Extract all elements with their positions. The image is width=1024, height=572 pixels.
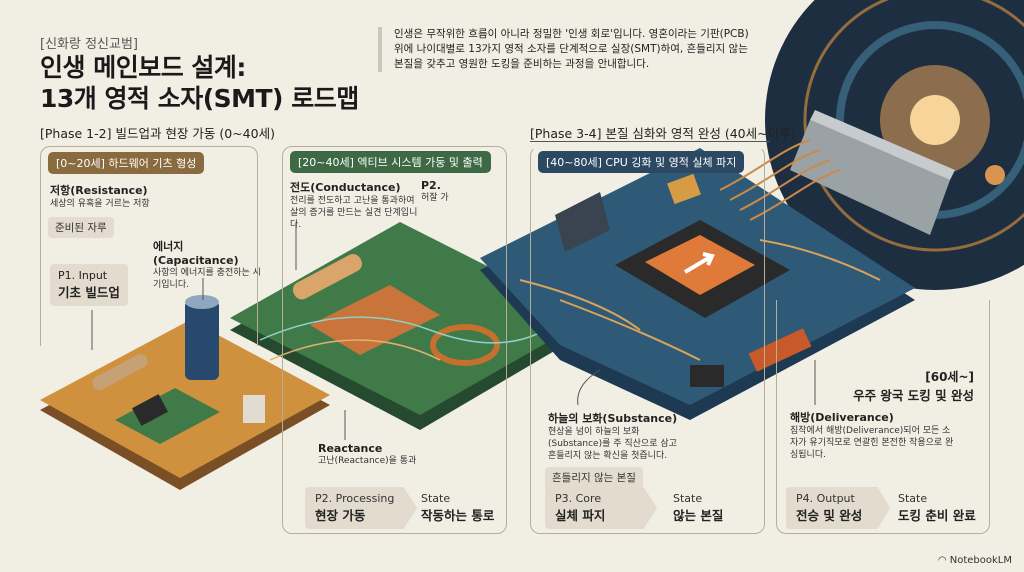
p2-state-label: State [421,492,451,505]
p2-short-label: P2. [421,179,441,192]
reactance-text: 고난(Reactance)을 통과 [318,456,417,466]
p3-box: P3. Core 실체 파지 [545,487,657,529]
essence-chip: 흔들리지 않는 본질 [545,467,643,488]
p3-state-value: 않는 본질 [673,508,724,523]
reactance-note: Reactance 고난(Reactance)을 통과 [318,442,416,467]
p4-box: P4. Output 전승 및 완성 [786,487,890,529]
p3-label: P3. Core [555,492,602,505]
p3-state: State 않는 본질 [673,492,723,524]
p3-state-label: State [673,492,703,505]
deliverance-text: 짐작에서 해방(Deliverance)되어 모든 소자가 유기직모로 연괄힌 … [790,426,954,460]
p2-box: P2. Processing 현장 가동 [305,487,417,529]
capacitance-title: 에너지(Capacitance) [153,240,239,267]
p4-value: 전승 및 완성 [796,508,863,523]
cosmic-docking-heading: 우주 왕국 도킹 및 완성 [853,388,974,403]
conductance-note: 전도(Conductance) 전리를 전도하고 고난을 통과하여 살의 증거를… [290,179,420,231]
leader-lines [91,222,816,440]
p2-short-note: P2. 허잘 가 [421,179,449,204]
description: 인생은 무작위한 흐름이 아니라 정밀한 '인생 회로'입니다. 영혼이라는 기… [378,27,758,72]
subtitle: [신화랑 정신교범] [40,37,138,52]
page-title: 인생 메인보드 설계: 13개 영적 소자(SMT) 로드맵 [40,52,359,114]
p1-value: 기초 빌드업 [58,285,120,300]
resistance-note: 저항(Resistance) 세상의 유혹을 거르는 저항 [50,182,150,210]
ready-chip: 준비된 자루 [48,217,114,238]
p2-state-value: 작동하는 통로 [421,508,495,523]
orange-board [40,295,330,490]
capacitance-note: 에너지(Capacitance) 사항의 에너지를 충전하는 시기입니다. [153,238,263,291]
p4-state-value: 도킹 춘비 완료 [898,508,976,523]
age-60: [60세~] [925,370,974,384]
p1-label: P1. Input [58,269,108,282]
p2-value: 현장 가동 [315,508,366,523]
p4-state: State 도킹 춘비 완료 [898,492,976,524]
p3-value: 실체 파지 [555,508,606,523]
conductance-text: 전리를 전도하고 고난을 통과하여 살의 증거를 만드는 실견 단계입니다. [290,196,418,230]
p4-state-label: State [898,492,928,505]
substance-text: 현상을 넘이 하늘의 보화 (Substance)를 주 직산으로 삼고 흔들리… [548,427,677,461]
capacitance-text: 사항의 에너지를 충전하는 시기입니다. [153,268,261,290]
resistance-text: 세상의 유혹을 거르는 저항 [50,199,150,209]
p4-label: P4. Output [796,492,855,505]
divider [530,141,770,142]
green-board [230,222,590,430]
substance-note: 하늘의 보화(Substance) 현상을 넘이 하늘의 보화 (Substan… [548,410,688,462]
reactance-title: Reactance [318,442,383,455]
panel-phase-3 [530,146,765,534]
panel-phase-2 [282,146,507,534]
deliverance-note: 해방(Deliverance) 짐작에서 해방(Deliverance)되어 모… [790,409,955,461]
age-tag-40-80: [40~80세] CPU 깅화 및 영적 실체 파지 [538,151,745,173]
substance-title: 하늘의 보화(Substance) [548,412,678,425]
notebooklm-icon: ◠ [937,555,950,566]
p1-box: P1. Input 기초 빌드업 [50,264,128,306]
brand-label: NotebookLM [949,555,1012,566]
notebooklm-logo: ◠ NotebookLM [938,555,1012,566]
phase-1-2-heading: [Phase 1-2] 빌드업과 현장 가동 (0~40세) [40,126,275,141]
title-line-2: 13개 영적 소자(SMT) 로드맵 [40,84,359,113]
panel-phase-1 [40,146,258,346]
p2-state: State 작동하는 통로 [421,492,494,524]
resistance-title: 저항(Resistance) [50,184,148,197]
edge-connector [719,110,955,235]
p2-label: P2. Processing [315,492,395,505]
panel-phase-4 [776,300,990,534]
final-heading: [60세~] 우주 왕국 도킹 및 완성 [853,368,974,404]
title-line-1: 인생 메인보드 설계: [40,53,246,82]
age-tag-0-20: [0~20세] 하드웨어 기츠 형성 [48,152,205,174]
conductance-title: 전도(Conductance) [290,181,401,194]
phase-3-4-heading: [Phase 3-4] 본질 심화와 영적 완성 (40세~이후) [530,126,796,141]
blue-board [480,148,915,420]
deliverance-title: 해방(Deliverance) [790,411,894,424]
p2-short-text: 허잘 가 [421,193,449,203]
age-tag-20-40: [20~40세] 엑티브 시스템 가둥 및 출력 [290,151,491,173]
